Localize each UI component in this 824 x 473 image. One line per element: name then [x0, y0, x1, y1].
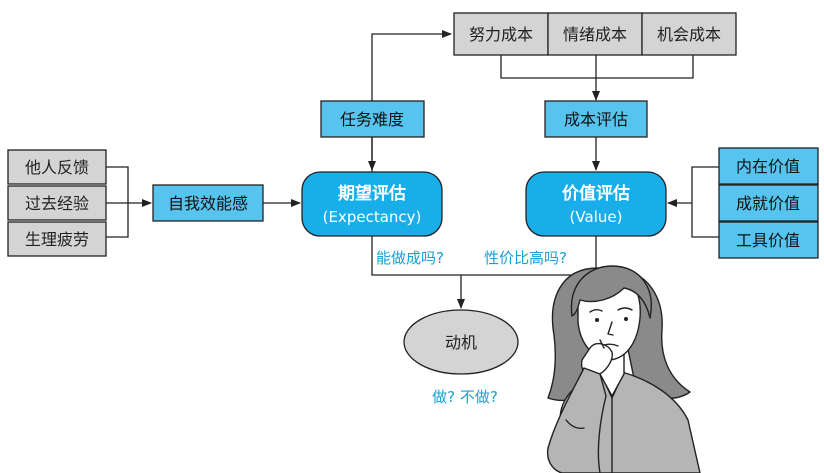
cost-eval-box: 成本评估 [544, 100, 648, 138]
question-can-do: 能做成吗? [376, 249, 444, 267]
input-box-feedback: 他人反馈 [7, 149, 107, 185]
expectancy-subtitle: (Expectancy) [323, 208, 422, 226]
connector-costs-bracket [500, 55, 694, 100]
value-box-achievement: 成就价值 [718, 184, 819, 222]
input-box-experience: 过去经验 [7, 185, 107, 221]
value-box-intrinsic: 内在价值 [718, 147, 819, 185]
value-subtitle: (Value) [570, 208, 623, 226]
value-box-instrumental: 工具价值 [718, 221, 819, 259]
value-label-intrinsic: 内在价值 [736, 157, 800, 176]
cost-box-emotion: 情绪成本 [547, 12, 643, 56]
cost-box-opportunity: 机会成本 [641, 12, 737, 56]
hair-front [570, 265, 652, 319]
value-node: 价值评估 (Value) [525, 171, 667, 237]
self-efficacy-box: 自我效能感 [152, 184, 264, 222]
connector-merge-to-motivation [371, 236, 597, 308]
nose [607, 321, 614, 336]
cost-label-effort: 努力成本 [469, 25, 533, 44]
value-title: 价值评估 [562, 183, 630, 204]
cost-boxes: 努力成本 情绪成本 机会成本 [453, 12, 737, 56]
left-eyebrow [589, 309, 603, 313]
right-eyebrow [617, 307, 633, 311]
task-difficulty-label: 任务难度 [340, 110, 404, 129]
sleeve-fold [565, 419, 585, 430]
value-label-achievement: 成就价值 [736, 194, 800, 213]
cost-label-opportunity: 机会成本 [657, 25, 721, 44]
left-eye [595, 318, 599, 322]
expectancy-node: 期望评估 (Expectancy) [301, 171, 443, 237]
cost-box-effort: 努力成本 [453, 12, 549, 56]
input-box-fatigue: 生理疲劳 [7, 221, 107, 257]
input-label-feedback: 他人反馈 [25, 158, 89, 177]
task-difficulty-box: 任务难度 [320, 100, 425, 138]
thinking-woman-illustration [546, 265, 701, 473]
input-label-experience: 过去经验 [25, 194, 89, 213]
question-worth-it: 性价比高吗? [484, 249, 567, 267]
decision-question: 做? 不做? [432, 388, 498, 406]
cost-eval-label: 成本评估 [564, 110, 628, 129]
right-eye [624, 317, 628, 321]
input-label-fatigue: 生理疲劳 [25, 230, 89, 249]
self-efficacy-label: 自我效能感 [168, 194, 248, 213]
value-label-instrumental: 工具价值 [736, 231, 800, 250]
expectancy-title: 期望评估 [338, 183, 406, 204]
motivation-label: 动机 [445, 333, 477, 352]
connector-inputs-bracket [106, 166, 129, 238]
left-inputs: 他人反馈 过去经验 生理疲劳 [7, 149, 107, 257]
finger [599, 339, 605, 349]
motivation-node: 动机 [403, 309, 519, 375]
connector-values-bracket [691, 166, 719, 238]
right-values: 内在价值 成就价值 工具价值 [718, 147, 819, 259]
cost-label-emotion: 情绪成本 [563, 25, 627, 44]
arm [546, 367, 607, 473]
